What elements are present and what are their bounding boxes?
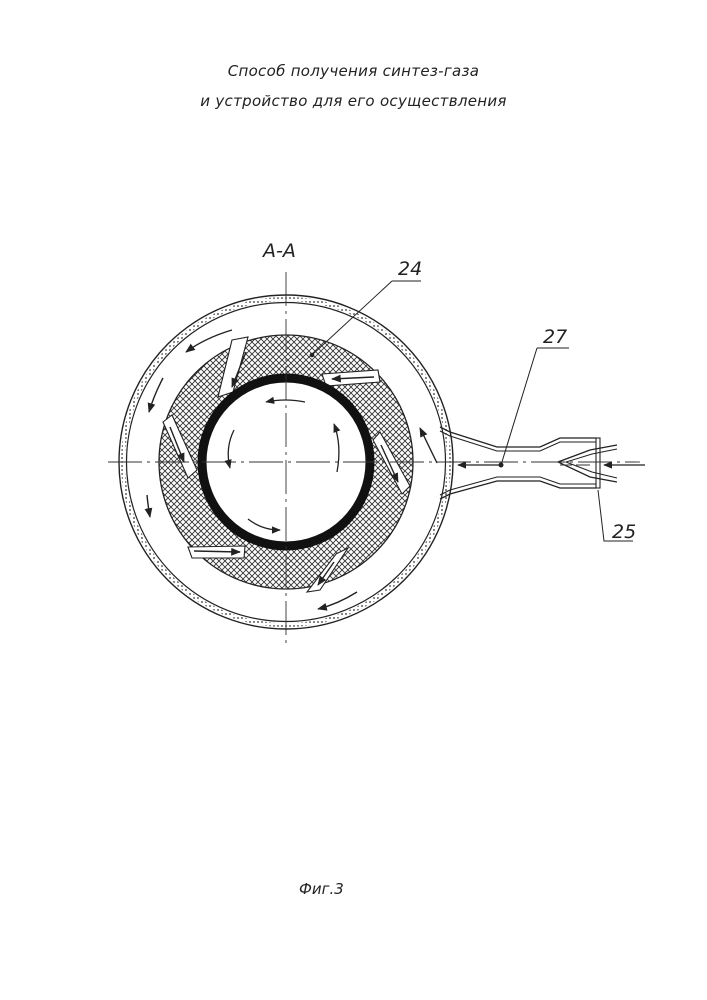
inlet-nozzle: [558, 445, 617, 482]
figure-caption: Фиг.3: [299, 880, 344, 898]
inlet-flow: [458, 463, 645, 468]
inlet-pipe: [440, 427, 600, 499]
callout-24: 24: [398, 258, 422, 280]
callout-25: 25: [612, 521, 636, 543]
callout-27: 27: [543, 326, 567, 348]
